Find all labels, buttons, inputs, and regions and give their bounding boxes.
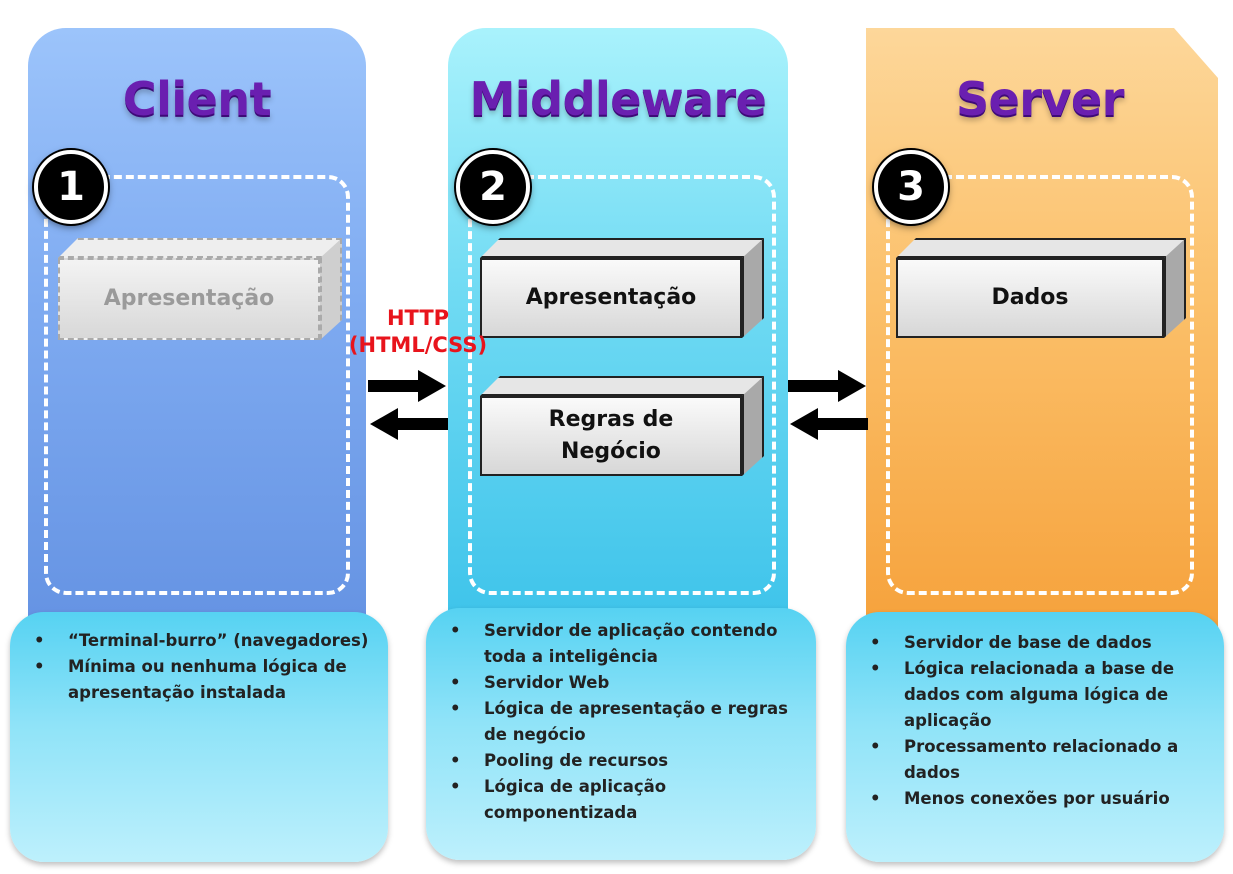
list-item: Lógica de apresentação e regras de negóc… <box>450 696 804 748</box>
middleware-server-arrows-icon <box>788 370 868 440</box>
server-title: Server <box>956 72 1124 126</box>
protocol-label: HTTP (HTML/CSS) <box>328 305 508 359</box>
middleware-presentation-box: Apresentação <box>480 238 764 338</box>
list-item: Servidor Web <box>450 670 804 696</box>
business-rules-label-line2: Negócio <box>561 439 661 464</box>
server-tier-area <box>886 175 1194 595</box>
list-item: Processamento relacionado a dados <box>870 734 1212 786</box>
tier-number-badge-1: 1 <box>34 150 108 224</box>
client-notes-list: “Terminal-burro” (navegadores) Mínima ou… <box>34 628 376 706</box>
client-tier-area <box>44 175 350 595</box>
middleware-tier-area <box>468 175 776 595</box>
list-item: Lógica de aplicação componentizada <box>450 774 804 826</box>
tier-number-badge-2: 2 <box>456 150 530 224</box>
business-rules-box: Regras de Negócio <box>480 376 764 476</box>
client-presentation-box: Apresentação <box>58 238 342 340</box>
list-item: Pooling de recursos <box>450 748 804 774</box>
protocol-line1: HTTP <box>386 306 450 330</box>
client-title: Client <box>122 72 272 126</box>
server-notes-panel: Servidor de base de dados Lógica relacio… <box>846 612 1224 862</box>
client-presentation-label: Apresentação <box>103 286 275 311</box>
protocol-line2: (HTML/CSS) <box>348 333 488 357</box>
middleware-presentation-label: Apresentação <box>525 285 697 310</box>
business-rules-label-line1: Regras de <box>548 407 674 432</box>
list-item: Servidor de aplicação contendo toda a in… <box>450 618 804 670</box>
server-data-box: Dados <box>896 238 1186 338</box>
list-item: Menos conexões por usuário <box>870 786 1212 812</box>
server-data-label: Dados <box>991 285 1069 310</box>
list-item: Servidor de base de dados <box>870 630 1212 656</box>
business-rules-label: Regras de Negócio <box>549 404 674 468</box>
middleware-notes-panel: Servidor de aplicação contendo toda a in… <box>426 608 816 860</box>
list-item: “Terminal-burro” (navegadores) <box>34 628 376 654</box>
tier-number-badge-3: 3 <box>874 150 948 224</box>
list-item: Lógica relacionada a base de dados com a… <box>870 656 1212 734</box>
server-notes-list: Servidor de base de dados Lógica relacio… <box>870 630 1212 812</box>
client-notes-panel: “Terminal-burro” (navegadores) Mínima ou… <box>10 612 388 862</box>
middleware-notes-list: Servidor de aplicação contendo toda a in… <box>450 618 804 826</box>
client-middleware-arrows-icon <box>368 370 448 440</box>
middleware-title: Middleware <box>469 72 767 126</box>
list-item: Mínima ou nenhuma lógica de apresentação… <box>34 654 376 706</box>
